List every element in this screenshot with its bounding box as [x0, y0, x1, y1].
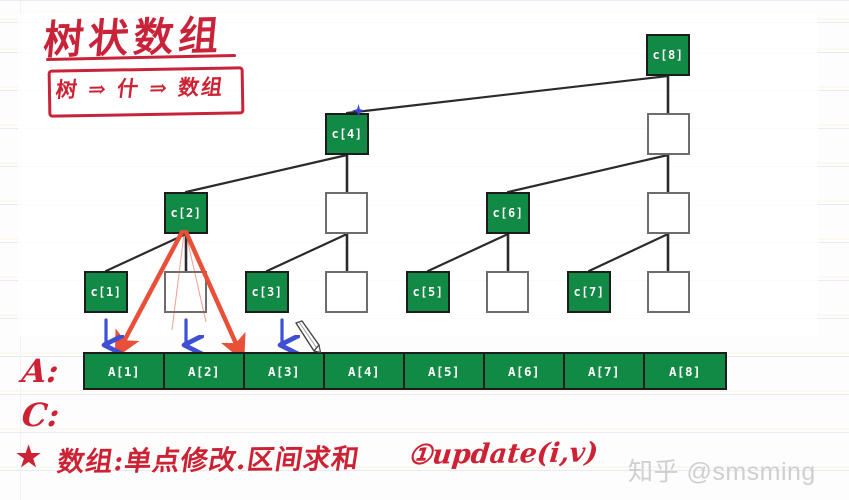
- array-label-c: C:: [20, 396, 62, 434]
- array-cell[interactable]: A[3]: [245, 354, 325, 388]
- red-update-arrow: [183, 229, 246, 362]
- array-cell[interactable]: A[8]: [645, 354, 725, 388]
- tree-node-c1[interactable]: c[1]: [84, 271, 128, 313]
- array-cell[interactable]: A[2]: [165, 354, 245, 388]
- tree-edge: [345, 74, 670, 115]
- tree-node-empty[interactable]: [647, 192, 690, 234]
- tree-node-label: c[8]: [652, 48, 684, 62]
- tree-node-label: c[2]: [170, 206, 202, 220]
- tree-node-label: c[7]: [573, 285, 605, 299]
- tree-node-label: c[3]: [251, 285, 283, 299]
- tree-node-label: c[1]: [90, 285, 122, 299]
- tree-node-c8[interactable]: c[8]: [646, 34, 690, 76]
- ruled-line: [0, 390, 849, 392]
- array-cell[interactable]: A[6]: [485, 354, 565, 388]
- formula-handwritten: ①update(i,v): [406, 437, 600, 471]
- array-cell[interactable]: A[7]: [565, 354, 645, 388]
- tree-node-c4[interactable]: c[4]: [325, 113, 369, 155]
- tree-node-label: c[6]: [492, 206, 524, 220]
- ruled-line: [0, 466, 849, 468]
- tree-node-c5[interactable]: c[5]: [406, 271, 450, 313]
- ruled-line: [0, 428, 849, 430]
- tree-node-label: c[4]: [331, 127, 363, 141]
- tree-node-empty[interactable]: [325, 192, 368, 234]
- tree-node-c7[interactable]: c[7]: [567, 271, 611, 313]
- tree-edge: [426, 232, 510, 273]
- red-hairline: [185, 233, 207, 323]
- tree-node-c6[interactable]: c[6]: [486, 192, 530, 234]
- tree-node-empty[interactable]: [325, 271, 368, 313]
- tree-edge: [506, 153, 670, 194]
- tree-node-c2[interactable]: c[2]: [164, 192, 208, 234]
- tree-edge: [587, 232, 670, 273]
- tree-node-empty[interactable]: [647, 113, 690, 155]
- array-cell[interactable]: A[1]: [85, 354, 165, 388]
- ruled-line: [0, 394, 849, 395]
- array-strip: A[1]A[2]A[3]A[4]A[5]A[6]A[7]A[8]: [83, 352, 727, 390]
- tree-node-empty[interactable]: [486, 271, 529, 313]
- array-label-a: A:: [20, 352, 61, 390]
- red-hairline: [171, 233, 185, 331]
- array-cell[interactable]: A[4]: [325, 354, 405, 388]
- star-icon: ★: [16, 440, 42, 473]
- subtitle-handwritten: 树 ⇒ 什 ⇒ 数组: [54, 74, 226, 103]
- red-update-arrow: [114, 229, 185, 359]
- watermark: 知乎 @smsming: [628, 458, 816, 486]
- tree-edge: [104, 232, 188, 273]
- tree-node-c3[interactable]: c[3]: [245, 271, 289, 313]
- tree-node-empty[interactable]: [164, 271, 207, 313]
- tree-edge: [265, 232, 349, 273]
- array-cell[interactable]: A[5]: [405, 354, 485, 388]
- ruled-line: [0, 432, 849, 433]
- ruled-line: [0, 470, 849, 471]
- tree-edge: [184, 153, 349, 194]
- note-handwritten: 数组:单点修改.区间求和: [55, 443, 362, 478]
- tree-node-empty[interactable]: [647, 271, 690, 313]
- tree-node-label: c[5]: [412, 285, 444, 299]
- ruled-line: [0, 0, 849, 1]
